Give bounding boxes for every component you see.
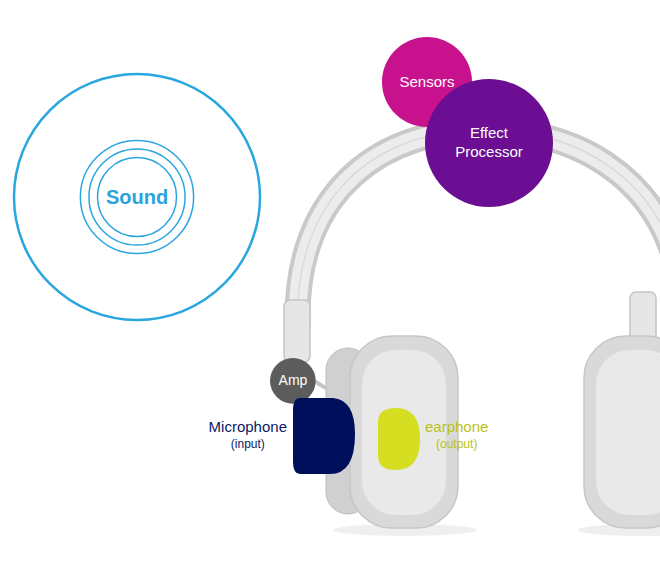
- microphone-shape: Microphone(input): [293, 396, 355, 474]
- ear-cushion-inner: [596, 350, 660, 515]
- text-holder: Microphone(input): [209, 418, 287, 452]
- effect-processor-circle-fill: [425, 79, 553, 207]
- earphone-label: earphone: [425, 418, 488, 437]
- slider: [284, 300, 310, 362]
- output-label: (output): [425, 437, 488, 452]
- text-holder: Sound: [106, 185, 168, 210]
- sound-outer-ring: [14, 74, 260, 320]
- sound-label: Sound: [106, 185, 168, 210]
- sound-wave-ring: [80, 140, 193, 253]
- earphone-shape-fill: [378, 408, 420, 470]
- amp-circle: Amp: [270, 358, 316, 404]
- sound-circle: Sound: [12, 72, 262, 322]
- effect-processor-label: Effect Processor: [439, 124, 539, 162]
- amp-circle-fill: [270, 358, 316, 404]
- text-holder: Sensors: [399, 73, 454, 92]
- microphone-shape-outline: [293, 396, 355, 474]
- microphone-label: Microphone: [209, 418, 287, 437]
- amp-label: Amp: [279, 372, 308, 390]
- sound-wave-ring: [89, 149, 185, 245]
- text-holder: Amp: [279, 372, 308, 390]
- input-label: (input): [209, 437, 287, 452]
- ear-cushion: [584, 336, 660, 528]
- earphone-shape: earphone(output): [378, 408, 420, 470]
- earphone-shape-outline: [378, 408, 420, 470]
- microphone-shape-fill: [293, 398, 355, 474]
- effect-processor-circle: Effect Processor: [425, 79, 553, 207]
- sound-wave-ring: [97, 157, 176, 236]
- text-holder: earphone(output): [425, 418, 488, 452]
- text-holder: Effect Processor: [439, 124, 539, 162]
- sensors-label: Sensors: [399, 73, 454, 92]
